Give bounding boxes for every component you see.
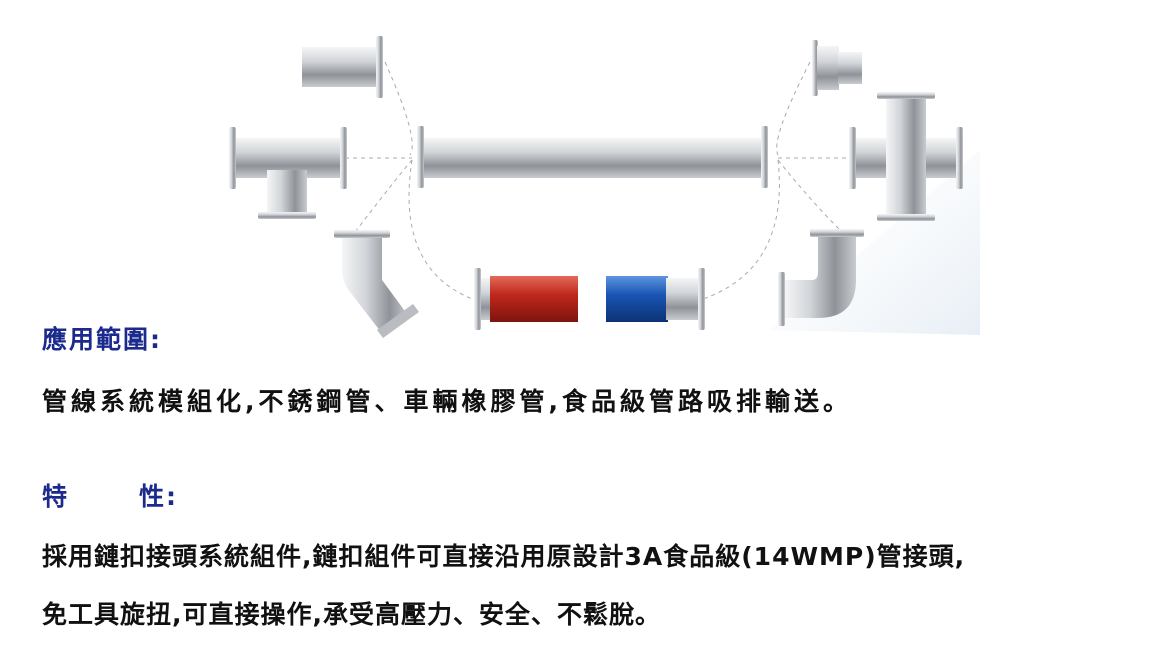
features-text-line1: 採用鏈扣接頭系統組件,鏈扣組件可直接沿用原設計3A食品級(14WMP)管接頭, <box>42 542 966 571</box>
pipe-system-diagram <box>229 36 980 338</box>
elbow-90-icon <box>778 229 864 326</box>
elbow-45-icon <box>334 230 419 338</box>
connector-guides <box>345 61 850 301</box>
tee-fitting-icon <box>229 127 347 219</box>
red-hose-icon <box>474 268 578 330</box>
features-heading: 特 性: <box>42 477 178 513</box>
application-heading: 應用範圍: <box>42 325 162 354</box>
adapter-icon <box>812 40 862 96</box>
blue-hose-icon <box>606 268 705 330</box>
features-text-line2: 免工具旋扭,可直接操作,承受高壓力、安全、不鬆脫。 <box>42 600 661 629</box>
short-pipe-icon <box>302 36 383 98</box>
cross-fitting-icon <box>849 92 963 221</box>
features-heading-char2: 性: <box>139 482 179 511</box>
application-text: 管線系統模組化,不銹鋼管、車輛橡膠管,食品級管路吸排輸送。 <box>42 387 852 416</box>
features-heading-char1: 特 <box>42 482 70 511</box>
long-pipe-icon <box>417 126 768 188</box>
